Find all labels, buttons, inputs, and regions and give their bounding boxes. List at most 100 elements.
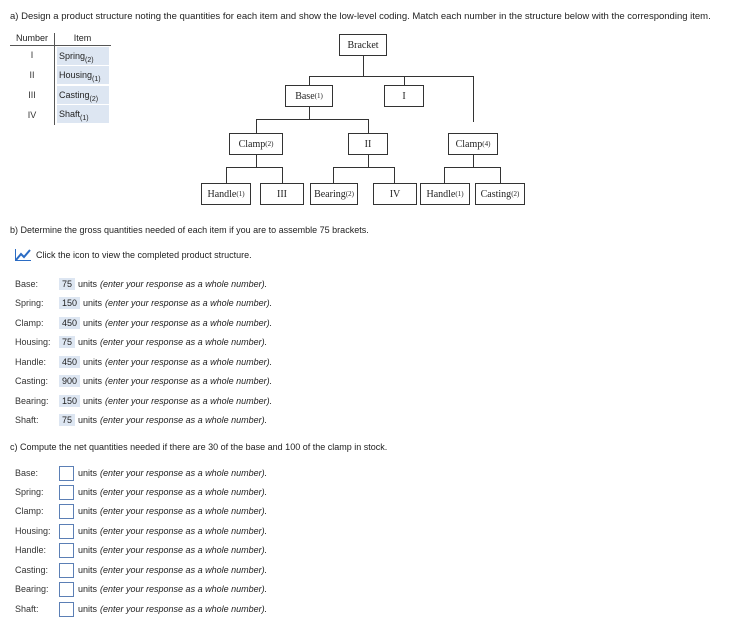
net-quantity-input[interactable] — [59, 542, 74, 558]
tree-node-number-i: I — [384, 85, 424, 107]
hint-text: (enter your response as a whole number). — [105, 318, 273, 328]
row-label: Casting: — [15, 565, 49, 575]
net-row-bearing: Bearing:units(enter your response as a w… — [15, 581, 267, 597]
net-row-housing: Housing: units(enter your response as a w… — [15, 523, 267, 539]
legend-item: Housing(1) — [57, 66, 109, 84]
legend-item: Casting(2) — [57, 86, 109, 104]
unit-text: units — [78, 584, 98, 594]
part-c-prompt: c) Compute the net quantities needed if … — [10, 442, 388, 452]
answer-value[interactable]: 75 — [59, 414, 76, 426]
net-row-handle: Handle:units(enter your response as a wh… — [15, 542, 267, 558]
legend-number: III — [28, 90, 36, 100]
tree-connector — [394, 167, 395, 183]
answer-value[interactable]: 75 — [59, 278, 76, 290]
unit-text: units — [78, 604, 98, 614]
row-label: Clamp: — [15, 318, 44, 328]
row-label: Casting: — [15, 376, 49, 386]
tree-connector — [473, 76, 474, 122]
answer-value[interactable]: 900 — [59, 375, 81, 387]
legend-header-item: Item — [73, 33, 92, 43]
net-quantity-input[interactable] — [59, 562, 74, 578]
answer-value[interactable]: 150 — [59, 395, 81, 407]
row-label: Shaft: — [15, 604, 39, 614]
legend-number: IV — [27, 110, 37, 120]
tree-node-number-ii: II — [348, 133, 388, 155]
row-label: Handle: — [15, 545, 47, 555]
tree-connector — [444, 167, 500, 168]
answer-value[interactable]: 450 — [59, 317, 81, 329]
row-label: Base: — [15, 279, 39, 289]
hint-text: (enter your response as a whole number). — [105, 396, 273, 406]
row-label: Clamp: — [15, 506, 44, 516]
hint-text: (enter your response as a whole number). — [100, 584, 268, 594]
answer-value[interactable]: 450 — [59, 356, 81, 368]
tree-connector — [368, 119, 369, 133]
unit-text: units — [78, 526, 98, 536]
tree-connector — [309, 107, 310, 119]
hint-text: (enter your response as a whole number). — [100, 415, 268, 425]
line-chart-icon[interactable] — [15, 249, 31, 261]
hint-text: (enter your response as a whole number). — [100, 506, 268, 516]
legend-item: Spring(2) — [57, 47, 109, 65]
legend-header-rule — [10, 45, 111, 46]
tree-connector — [333, 167, 334, 183]
tree-connector — [444, 167, 445, 183]
net-row-spring: Spring: units(enter your response as a wh… — [15, 484, 267, 500]
row-label: Spring: — [15, 487, 44, 497]
tree-connector — [256, 119, 257, 133]
unit-text: units — [83, 318, 103, 328]
legend-item: Shaft(1) — [57, 105, 109, 123]
row-label: Housing: — [15, 337, 51, 347]
unit-text: units — [78, 468, 98, 478]
net-quantity-input[interactable] — [59, 465, 74, 481]
unit-text: units — [78, 487, 98, 497]
net-quantity-input[interactable] — [59, 601, 74, 617]
legend-number: II — [29, 70, 35, 80]
tree-node-casting: Casting(2) — [475, 183, 525, 205]
tree-connector — [309, 76, 473, 77]
tree-connector — [363, 56, 364, 76]
unit-text: units — [78, 506, 98, 516]
tree-node-bearing: Bearing(2) — [310, 183, 358, 205]
unit-text: units — [78, 415, 98, 425]
answer-value[interactable]: 150 — [59, 297, 81, 309]
tree-node-handle: Handle(1) — [201, 183, 251, 205]
tree-node-clamp: Clamp(2) — [229, 133, 283, 155]
net-row-clamp: Clamp: units(enter your response as a who… — [15, 503, 267, 519]
net-quantity-input[interactable] — [59, 523, 74, 539]
product-structure-link[interactable]: Click the icon to view the completed pro… — [15, 249, 252, 261]
legend-header-number: Number — [15, 33, 48, 43]
unit-text: units — [78, 565, 98, 575]
row-label: Housing: — [15, 526, 51, 536]
tree-connector — [282, 167, 283, 183]
net-row-base: Base:units(enter your response as a whol… — [15, 465, 267, 481]
tree-connector — [256, 119, 368, 120]
tree-node-handle: Handle(1) — [420, 183, 470, 205]
unit-text: units — [83, 396, 103, 406]
hint-text: (enter your response as a whole number). — [100, 487, 268, 497]
unit-text: units — [83, 357, 103, 367]
hint-text: (enter your response as a whole number). — [100, 526, 268, 536]
net-quantity-input[interactable] — [59, 484, 74, 500]
net-quantity-input[interactable] — [59, 581, 74, 597]
tree-node-base: Base(1) — [285, 85, 333, 107]
hint-text: (enter your response as a whole number). — [100, 565, 268, 575]
hint-text: (enter your response as a whole number). — [105, 357, 273, 367]
net-quantity-input[interactable] — [59, 503, 74, 519]
tree-connector — [309, 76, 310, 85]
tree-node-bracket: Bracket — [339, 34, 387, 56]
hint-text: (enter your response as a whole number). — [100, 279, 268, 289]
unit-text: units — [83, 376, 103, 386]
row-label: Shaft: — [15, 415, 39, 425]
legend-number: I — [30, 50, 34, 60]
hint-text: (enter your response as a whole number). — [105, 298, 273, 308]
answer-value[interactable]: 75 — [59, 336, 76, 348]
hint-text: (enter your response as a whole number). — [100, 545, 268, 555]
tree-node-clamp: Clamp(4) — [448, 133, 498, 155]
